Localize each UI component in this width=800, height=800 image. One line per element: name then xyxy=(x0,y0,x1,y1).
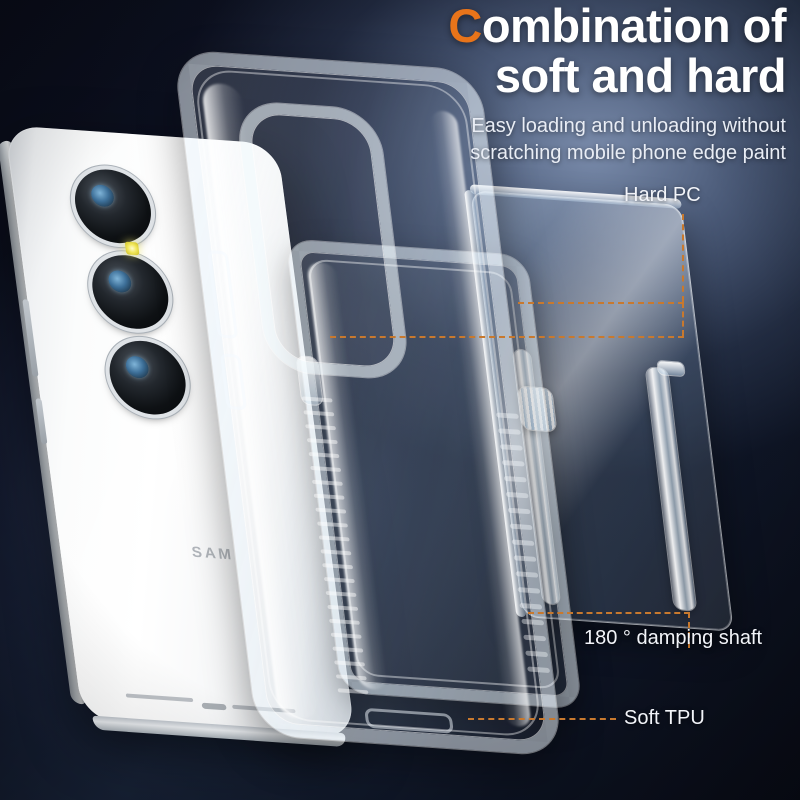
callout-label-soft-tpu: Soft TPU xyxy=(624,707,705,729)
subtitle-line2: scratching mobile phone edge paint xyxy=(470,141,786,164)
page-subtitle: Easy loading and unloading without scrat… xyxy=(226,113,786,167)
subtitle-line1: Easy loading and unloading without xyxy=(471,115,786,137)
headline-accent-letter: C xyxy=(448,0,482,52)
page-title: Combination of soft and hard xyxy=(186,2,786,100)
callout-label-hard-pc: Hard PC xyxy=(624,184,701,206)
headline-line1-rest: ombination of xyxy=(481,0,787,52)
callout-label-damping-shaft: 180 ° damping shaft xyxy=(584,627,763,649)
headline-line2: soft and hard xyxy=(494,48,787,102)
